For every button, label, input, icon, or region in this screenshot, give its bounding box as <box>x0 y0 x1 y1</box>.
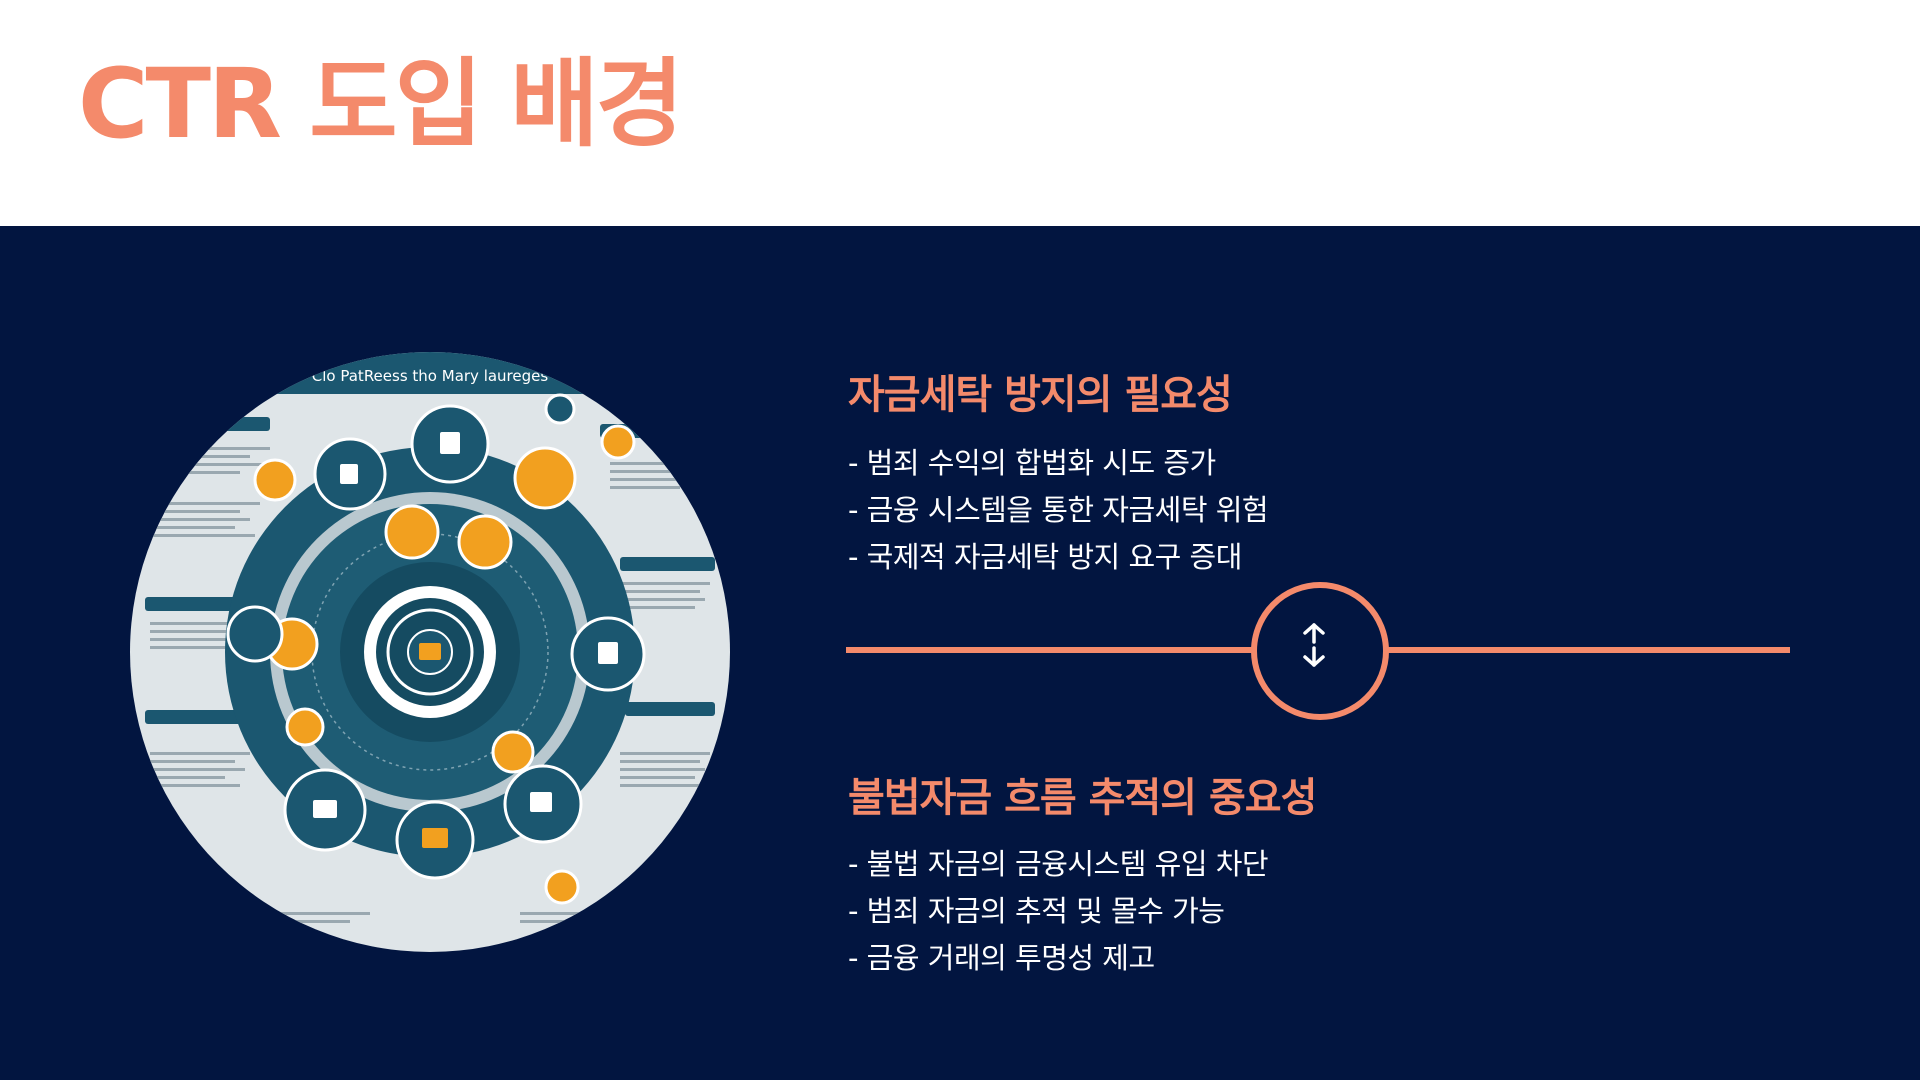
list-item: - 범죄 수익의 합법화 시도 증가 <box>848 446 1216 480</box>
list-item: - 금융 거래의 투명성 제고 <box>848 941 1155 975</box>
illicit-flow-tracking-bullet-list: - 불법 자금의 금융시스템 유입 차단 - 범죄 자금의 추적 및 몰수 가능… <box>848 841 1269 982</box>
list-item: - 불법 자금의 금융시스템 유입 차단 <box>848 847 1269 881</box>
list-item: - 국제적 자금세탁 방지 요구 증대 <box>848 540 1242 574</box>
infographic-caption: Clo PatReess tho Mary laureges <box>312 367 549 385</box>
section-heading-illicit-flow-tracking: 불법자금 흐름 추적의 중요성 <box>848 775 1317 821</box>
page-title: CTR 도입 배경 <box>78 48 684 160</box>
money-laundering-infographic: Clo PatReess tho Mary laureges <box>130 352 730 952</box>
list-item: - 범죄 자금의 추적 및 몰수 가능 <box>848 894 1225 928</box>
up-down-arrow-icon <box>1251 582 1389 720</box>
list-item: - 금융 시스템을 통한 자금세탁 위험 <box>848 493 1269 527</box>
aml-necessity-bullet-list: - 범죄 수익의 합법화 시도 증가 - 금융 시스템을 통한 자금세탁 위험 … <box>848 440 1269 581</box>
section-heading-aml-necessity: 자금세탁 방지의 필요성 <box>848 372 1233 418</box>
slide-header: CTR 도입 배경 <box>0 0 1920 226</box>
